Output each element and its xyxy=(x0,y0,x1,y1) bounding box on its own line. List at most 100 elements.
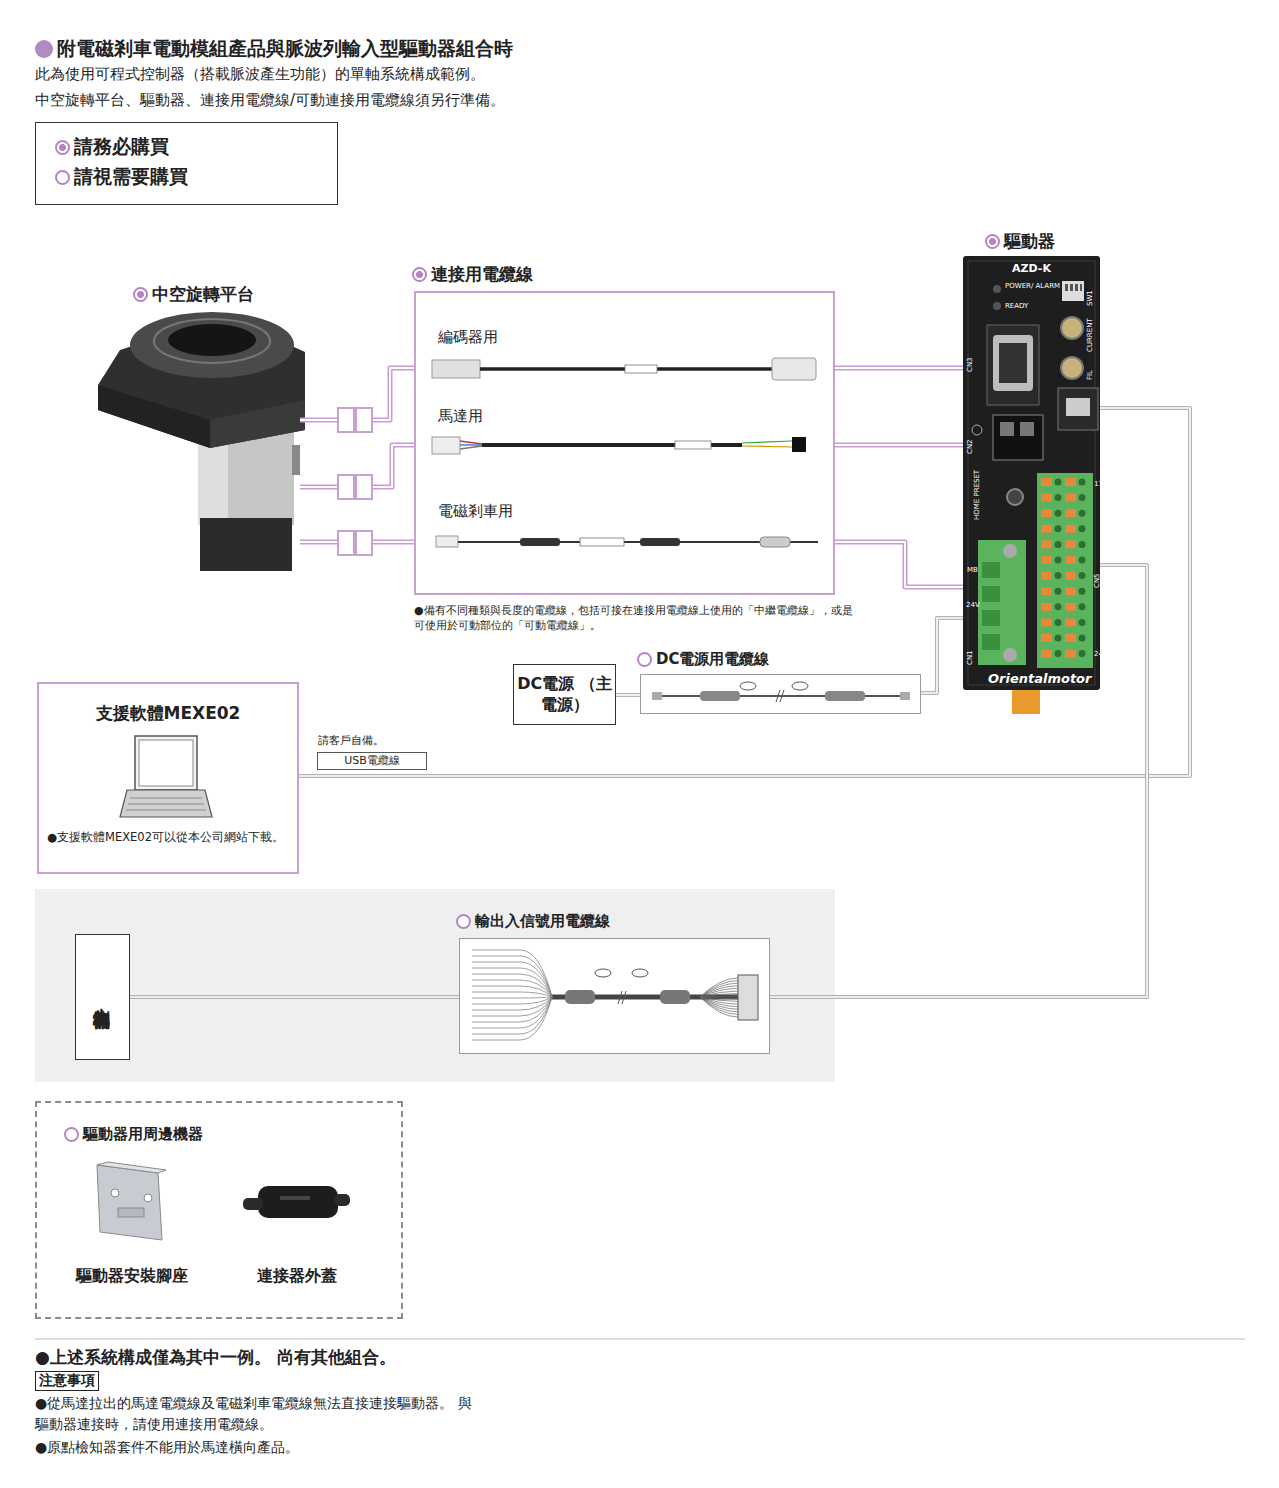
title-row: 附電磁剎車電動模組產品與脈波列輸入型驅動器組合時 xyxy=(35,36,513,62)
connector-outline xyxy=(921,618,963,693)
cable-wire xyxy=(472,997,552,1040)
terminal-lever xyxy=(1041,556,1052,564)
node-heading: 馬達用 xyxy=(438,407,483,426)
driver-illustration xyxy=(982,634,1000,650)
cable-wire xyxy=(472,986,552,997)
driver-illustration xyxy=(963,256,1100,690)
legend-swatch xyxy=(55,140,70,155)
terminal-hole xyxy=(1079,510,1086,517)
cable-wire xyxy=(700,988,738,997)
terminal-lever xyxy=(1041,587,1052,595)
cable-group-box: 連接用電纜線編碼器用馬達用電磁剎車用 xyxy=(414,291,835,595)
node-heading: 驅動器 xyxy=(1004,230,1055,253)
cable-item: 馬達用 xyxy=(416,403,833,473)
cable-wire xyxy=(700,994,738,997)
dc-cable-illustration xyxy=(652,692,662,700)
optional-mark xyxy=(456,914,471,929)
dc-cable-illustration xyxy=(700,691,740,701)
cable-wire xyxy=(700,983,738,997)
connector-core xyxy=(833,367,963,369)
pin-number: 13 xyxy=(1094,480,1103,488)
motor-cable-illustration xyxy=(460,441,482,444)
diagram-title: 附電磁剎車電動模組產品與脈波列輸入型驅動器組合時 xyxy=(57,36,513,62)
cable-wire xyxy=(472,950,552,997)
dc-cable-illustration xyxy=(792,682,808,690)
motor-cable-illustration xyxy=(675,441,711,449)
dc-cable-illustration xyxy=(825,691,865,701)
cable-wire xyxy=(700,986,738,997)
driver-illustration xyxy=(963,256,1100,714)
io-cable-illustration xyxy=(622,991,626,1004)
node-heading: 輸出入信號用電纜線 xyxy=(475,912,610,931)
legend-swatch xyxy=(55,170,70,185)
section-rule xyxy=(35,1338,1245,1340)
button-label: HOME PRESET xyxy=(973,490,981,520)
io-cable-illustration xyxy=(595,969,611,977)
terminal-lever xyxy=(1041,634,1052,642)
notes-heading: 注意事項 xyxy=(35,1371,99,1391)
cable-connector xyxy=(770,565,1147,997)
cable-item: 編碼器用 xyxy=(416,323,833,393)
brake-cable-illustration xyxy=(436,536,458,547)
brake-cable-illustration xyxy=(436,536,818,547)
laptop-illustration xyxy=(120,790,212,817)
note-text: ●原點檢知器套件不能用於馬達橫向產品。 xyxy=(35,1437,299,1458)
driver-illustration xyxy=(1000,422,1014,436)
encoder-cable-illustration xyxy=(625,365,657,373)
power-box: DC電源 （主電源） xyxy=(513,664,616,725)
terminal-lever xyxy=(1041,494,1052,502)
io-cable-illustration xyxy=(565,990,595,1004)
terminal-hole xyxy=(1079,494,1086,501)
driver-illustration xyxy=(1020,422,1034,436)
motor-cable-illustration xyxy=(792,437,806,452)
terminal-label: MB xyxy=(967,566,978,574)
accessory-item: 驅動器安裝腳座 xyxy=(57,1153,207,1303)
cable-connector xyxy=(833,542,963,587)
cable-wire xyxy=(472,968,552,997)
signal-band xyxy=(35,889,835,1082)
node-heading: DC電源用電纜線 xyxy=(656,650,769,669)
driver-box: 驅動器 xyxy=(963,256,1100,690)
terminal-hole xyxy=(1055,557,1062,564)
driver-illustration xyxy=(1061,317,1083,339)
connector-outline xyxy=(833,366,963,371)
general-note: ●上述系統構成僅為其中一例。 尚有其他組合。 xyxy=(35,1346,396,1369)
note-text: ●從馬達拉出的馬達電纜線及電磁剎車電纜線無法直接連接驅動器。 與驅動器連接時，請… xyxy=(35,1393,480,1435)
laptop-illustration xyxy=(126,810,206,811)
connector-core xyxy=(770,565,1147,997)
cable-note: ●備有不同種類與長度的電纜線，包括可接在連接用電纜線上使用的「中繼電纜線」，或是… xyxy=(414,603,859,633)
cable-coupler xyxy=(356,531,372,555)
legend-row: 請務必購買 xyxy=(55,134,169,160)
terminal-lever xyxy=(1065,525,1076,533)
driver-illustration xyxy=(987,325,1039,405)
section-rule xyxy=(35,1339,1245,1340)
cable-coupler xyxy=(356,408,372,432)
model-name: AZD-K xyxy=(1012,262,1051,275)
pin-number: 24 xyxy=(1094,650,1103,658)
driver-illustration xyxy=(982,586,1000,602)
cable-box: DC電源用電纜線 xyxy=(640,674,921,714)
driver-illustration xyxy=(999,343,1027,383)
driver-illustration xyxy=(1003,648,1017,662)
cable-wire xyxy=(472,997,552,1004)
connector-core xyxy=(299,408,1190,776)
driver-illustration xyxy=(1062,281,1084,301)
cable-item: 電磁剎車用 xyxy=(416,498,833,568)
cable-coupler xyxy=(356,475,372,499)
terminal-hole xyxy=(1079,557,1086,564)
motor-cable-illustration xyxy=(460,444,482,445)
terminal-hole xyxy=(1055,525,1062,532)
terminal-hole xyxy=(1079,479,1086,486)
din-bracket-illustration xyxy=(111,1189,119,1197)
software-box: 支援軟體MEXE02●支援軟體MEXE02可以從本公司網站下載。 xyxy=(37,682,299,874)
legend-text: 請視需要購買 xyxy=(74,164,188,190)
terminal-label: 24V xyxy=(966,601,980,609)
cable-connector xyxy=(130,997,459,998)
laptop-illustration xyxy=(120,736,212,817)
terminal-hole xyxy=(1055,510,1062,517)
cable-coupler xyxy=(338,408,354,432)
io-cable-illustration xyxy=(472,950,758,1040)
